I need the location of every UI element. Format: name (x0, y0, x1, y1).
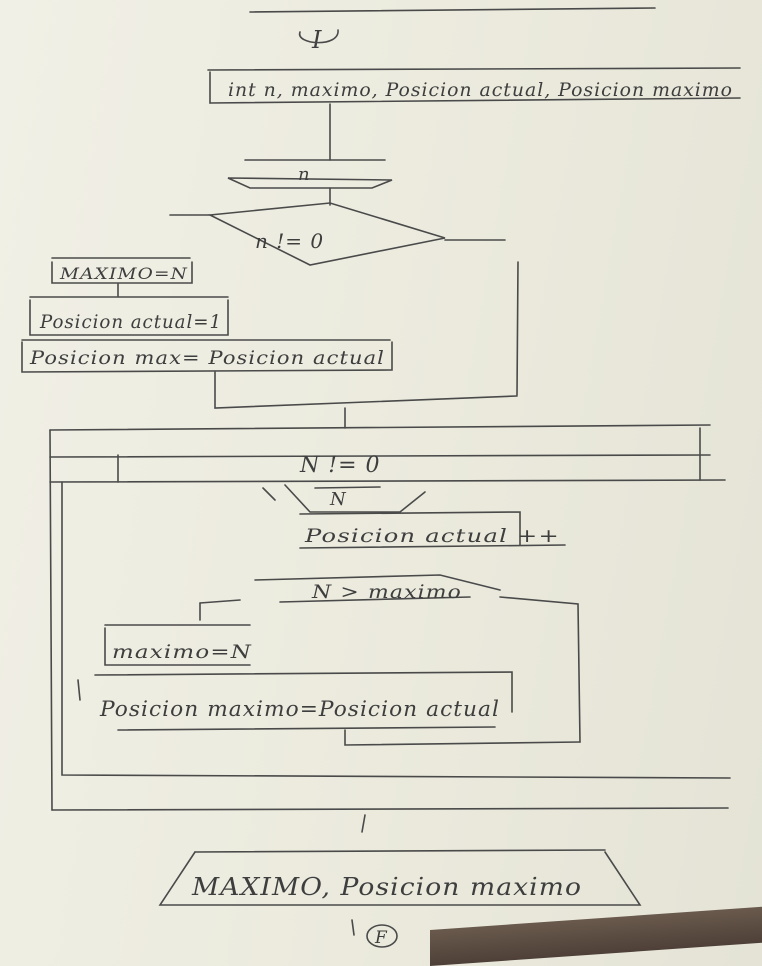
loop-decision-top (254, 574, 501, 591)
loop-header-bottom (49, 479, 726, 483)
assign-posmax2-box (94, 671, 513, 713)
declare-text: int n, maximo, Posicion actual, Posicion… (228, 79, 733, 101)
assign-max2-box (104, 627, 251, 666)
loop-decision-right-branch (499, 596, 581, 743)
assign-posmax-text: Posicion max= Posicion actual (29, 347, 385, 369)
start-oval (299, 29, 339, 44)
output-top (194, 849, 606, 853)
assign-max-box (51, 261, 193, 284)
assign-posmax2-bottom (117, 726, 496, 731)
start-label: I (311, 26, 322, 54)
read-n-shape (227, 177, 393, 189)
end-label: F (374, 928, 388, 948)
right-branch-line (516, 261, 519, 396)
end-tick (351, 919, 355, 936)
assign-posmax2-text: Posicion maximo=Posicion actual (99, 697, 500, 721)
loop-incr-text: Posicion actual ++ (304, 525, 560, 547)
output-shape (158, 851, 642, 906)
end-oval (366, 924, 398, 948)
read-n-text: n (298, 164, 311, 185)
merge-line (214, 371, 518, 409)
loop-merge-line (344, 729, 581, 746)
assign-pos-box (29, 299, 229, 336)
output-text: MAXIMO, Posicion maximo (191, 873, 582, 901)
assign-pos-text: Posicion actual=1 (39, 311, 222, 333)
connector-5 (361, 814, 366, 833)
loop-decision-bottom (279, 596, 471, 603)
loop-decision-text: N > maximo (311, 581, 462, 603)
top-edge-line (249, 7, 656, 13)
loop-frame-top-2 (49, 454, 711, 458)
decision-diamond (207, 202, 446, 266)
loop-read-shape (284, 484, 426, 513)
loop-incr-box (299, 511, 521, 546)
loop-frame-left (49, 429, 53, 811)
loop-inner-frame (61, 481, 731, 779)
assign-posmax-box (21, 341, 393, 373)
loop-decision-left-stub (199, 599, 241, 604)
loop-read-tick (262, 487, 276, 501)
loop-cond-text: N != 0 (299, 453, 381, 478)
assign-posmax2-left-tick (77, 679, 81, 701)
loop-read-top (314, 486, 381, 489)
assign-max2-text: maximo=N (112, 641, 252, 663)
assign-max-text: MAXIMO=N (59, 264, 188, 283)
declare-box-top (207, 67, 741, 71)
loop-incr-bottom (299, 544, 566, 549)
decision-text: n != 0 (255, 229, 324, 253)
declare-box-bottom (209, 97, 741, 104)
loop-frame-top (49, 424, 711, 431)
loop-read-text: N (329, 489, 347, 510)
loop-frame-bottom (51, 807, 729, 811)
